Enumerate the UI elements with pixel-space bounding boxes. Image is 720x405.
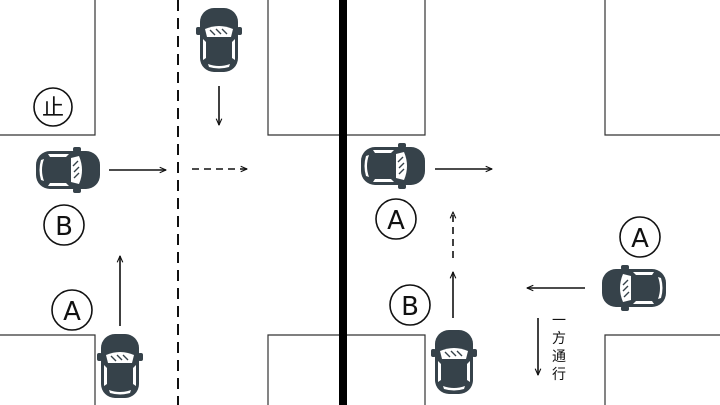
car-b bbox=[35, 146, 101, 194]
one-way-sign: 一 方 通 行 bbox=[552, 313, 566, 383]
left-intersection: 止 B A bbox=[0, 0, 340, 405]
block-bottom-left bbox=[0, 334, 96, 405]
label-b-left: B bbox=[43, 204, 85, 246]
car-a bbox=[96, 333, 144, 399]
one-way-char-4: 行 bbox=[552, 367, 566, 383]
one-way-char-2: 方 bbox=[552, 331, 566, 347]
block-r-top-left bbox=[347, 0, 426, 136]
label-a-center-text: A bbox=[387, 206, 405, 236]
label-b-bottom: B bbox=[389, 284, 431, 326]
block-r-top-right bbox=[604, 0, 720, 136]
panel-divider bbox=[339, 0, 347, 405]
label-b-left-text: B bbox=[55, 212, 73, 242]
stop-sign: 止 bbox=[33, 87, 73, 127]
label-a-left: A bbox=[51, 289, 93, 331]
block-r-bottom-right bbox=[604, 334, 720, 405]
stop-sign-text: 止 bbox=[42, 96, 64, 121]
car-oncoming bbox=[195, 7, 243, 73]
one-way-char-3: 通 bbox=[552, 349, 566, 365]
block-r-bottom-left bbox=[347, 334, 426, 405]
block-bottom-right bbox=[267, 334, 340, 405]
label-b-bottom-text: B bbox=[401, 292, 419, 322]
right-intersection: 一 方 通 行 A B A bbox=[347, 0, 720, 405]
car-b-bottom bbox=[430, 329, 478, 395]
one-way-char-1: 一 bbox=[552, 313, 566, 329]
block-top-left bbox=[0, 0, 96, 136]
car-a-center bbox=[360, 142, 426, 190]
car-a-right bbox=[601, 264, 667, 312]
label-a-right: A bbox=[619, 216, 661, 258]
block-top-right bbox=[267, 0, 340, 136]
label-a-left-text: A bbox=[63, 297, 81, 327]
label-a-right-text: A bbox=[631, 224, 649, 254]
label-a-center: A bbox=[375, 198, 417, 240]
